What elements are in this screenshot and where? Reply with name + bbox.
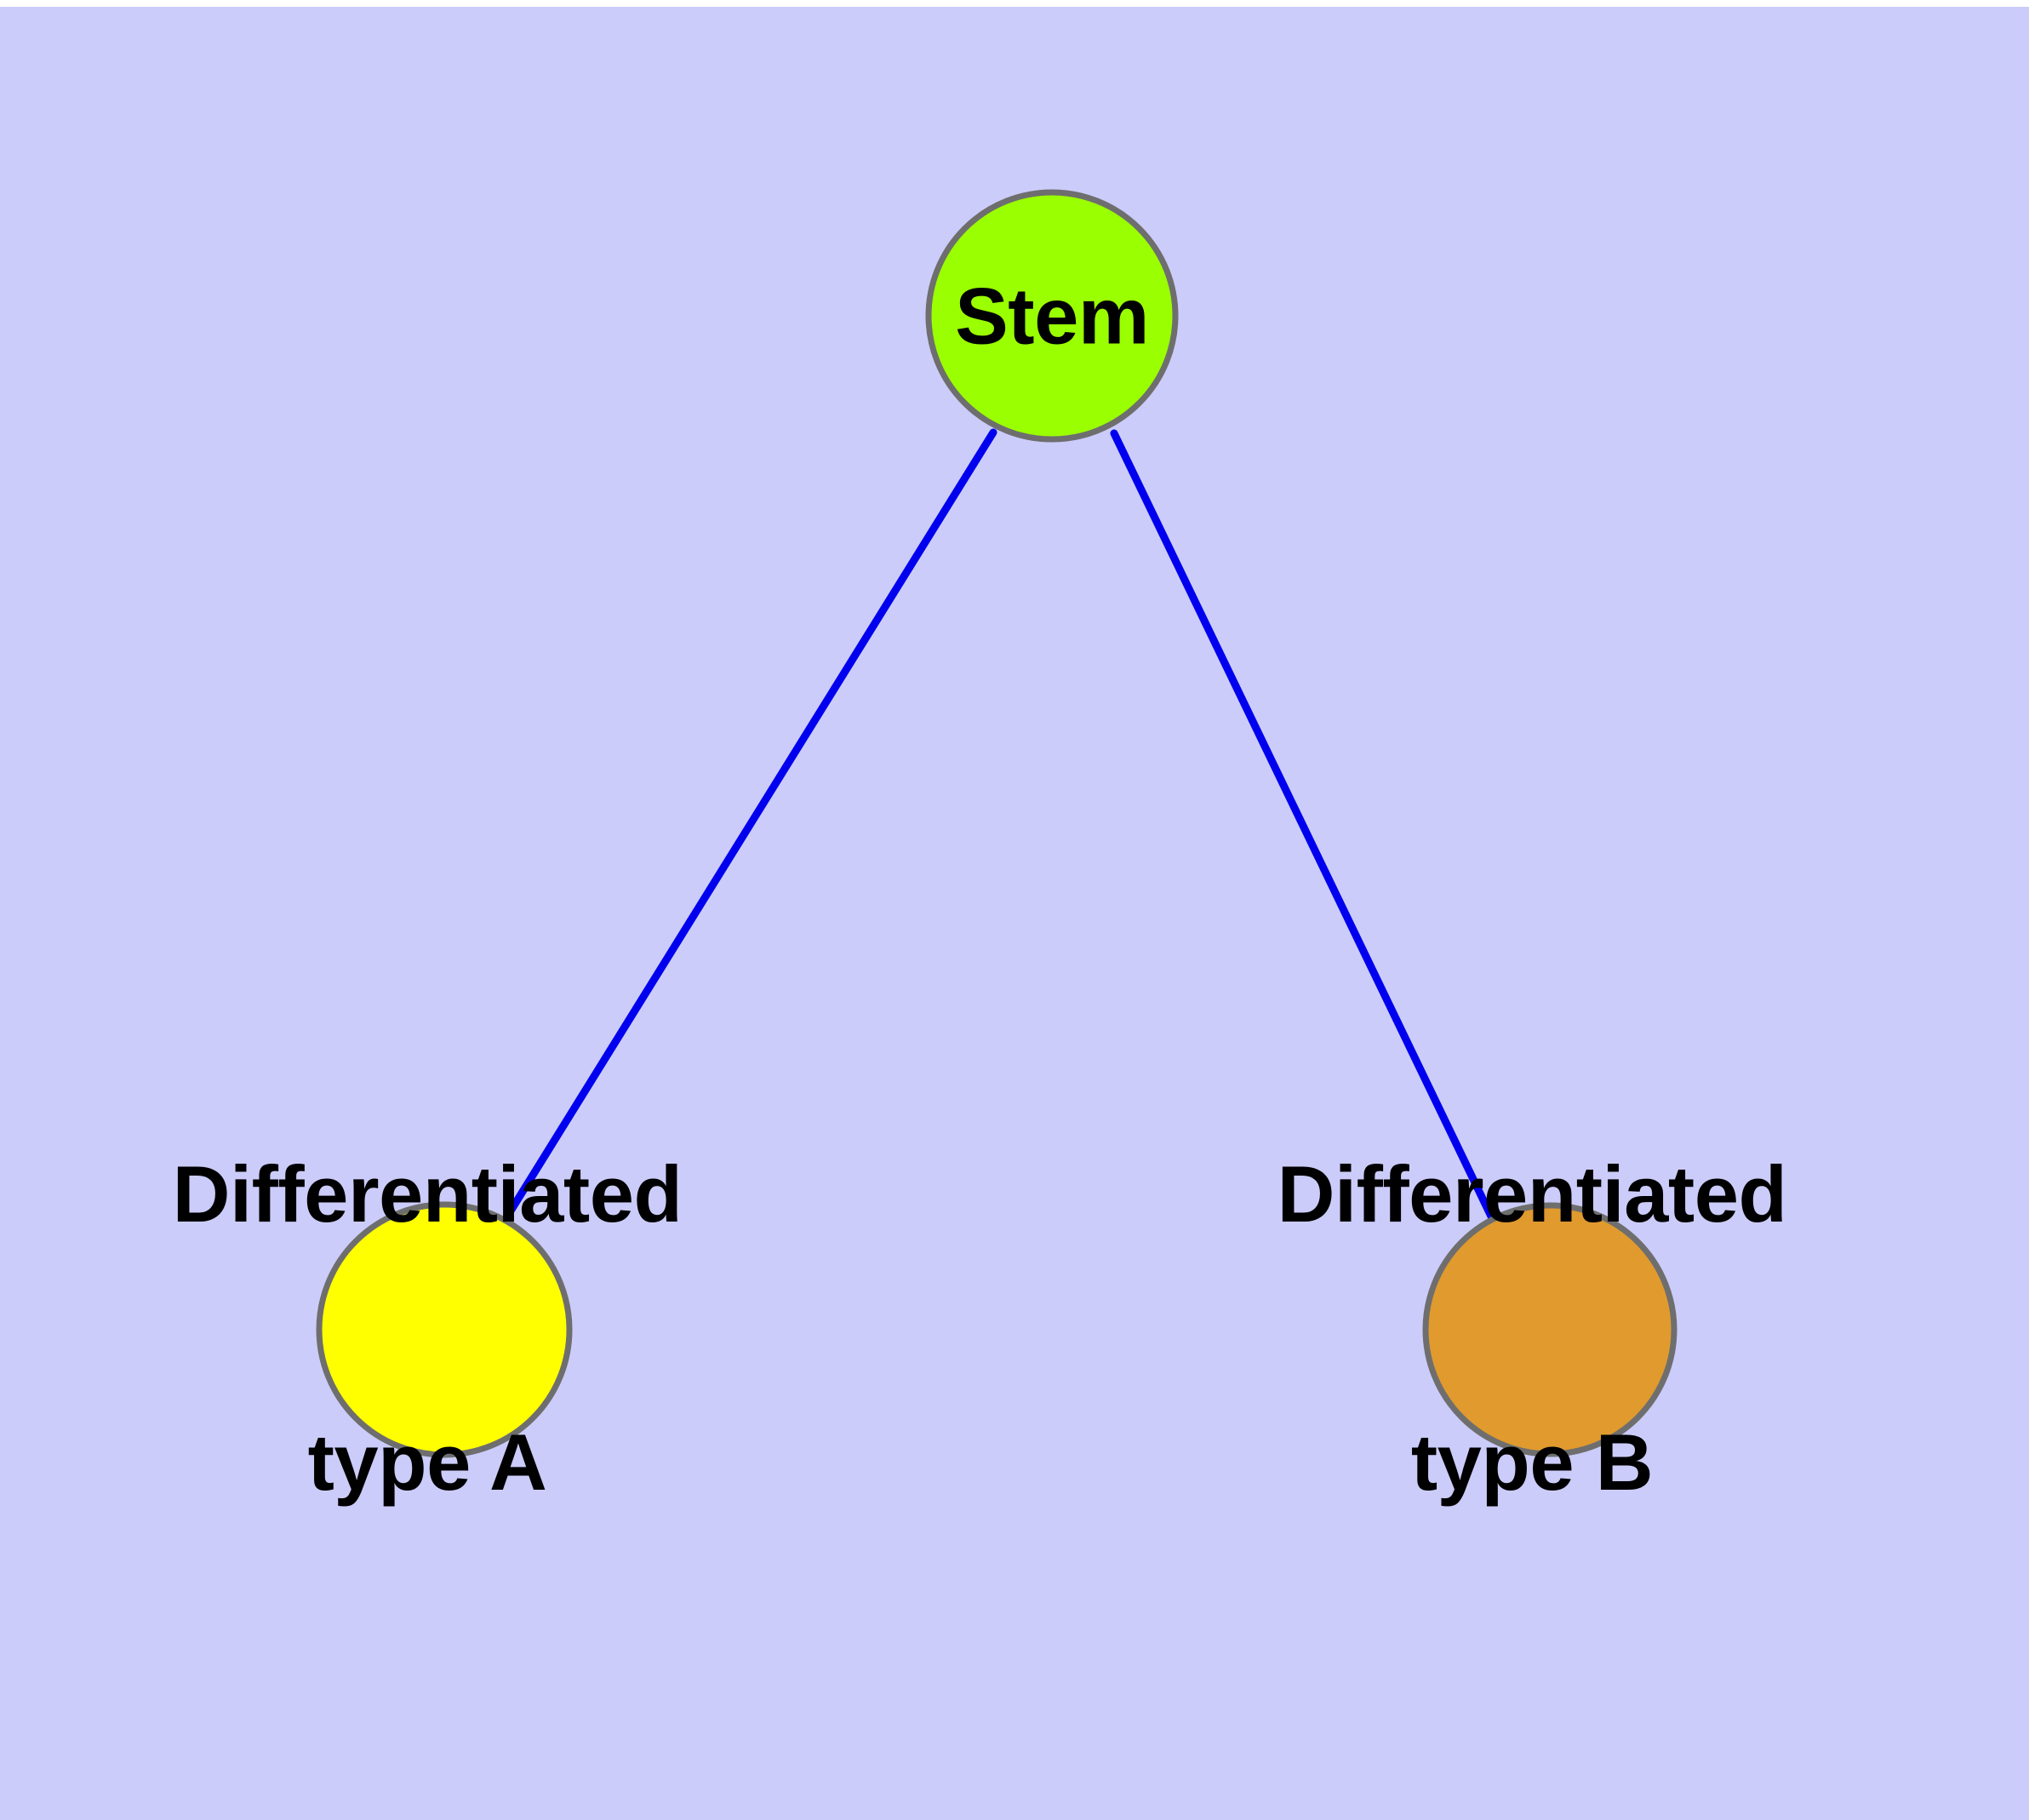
graph-svg: [316, 189, 1677, 1458]
node-stem[interactable]: [925, 189, 1179, 443]
edge-stem-to-diff-b: [1110, 429, 1498, 1226]
node-diff-a[interactable]: [316, 1201, 573, 1458]
node-diff-b[interactable]: [1422, 1202, 1677, 1457]
graph-plot-area: Stem Differentiated type A Differentiate…: [0, 7, 2029, 1820]
edge-stem-to-diff-a: [499, 428, 997, 1228]
node-layer: [316, 189, 1677, 1458]
edge-layer: [499, 428, 1498, 1228]
